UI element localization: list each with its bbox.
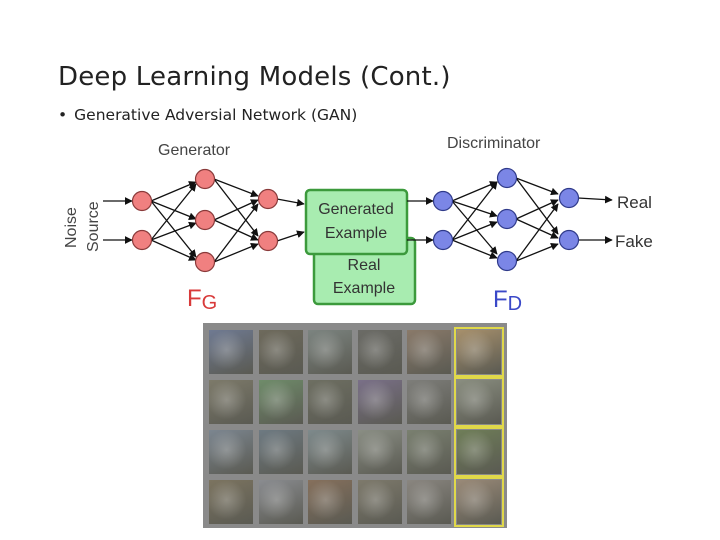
generated-sample-tile	[308, 330, 352, 374]
generated-sample-tile	[209, 380, 253, 424]
generated-example-line1: Generated	[318, 201, 394, 218]
real-sample-tile	[453, 477, 504, 527]
generated-sample-tile	[308, 430, 352, 474]
generated-samples-grid	[203, 323, 507, 528]
generator-nodes	[131, 168, 279, 273]
source-label: Source	[85, 201, 102, 252]
generated-example-line2: Example	[325, 225, 387, 242]
generated-sample-tile	[357, 480, 402, 524]
real-sample-tile	[453, 377, 504, 427]
real-example-line2: Example	[333, 280, 395, 297]
disc-output-node-2	[558, 229, 580, 251]
generated-sample-tile	[357, 380, 402, 424]
fd-label: FD	[493, 286, 522, 315]
generated-sample-tile	[407, 480, 451, 524]
generated-sample-tile	[357, 430, 402, 474]
gen-output-node-2	[257, 230, 279, 252]
generated-sample-tile	[209, 330, 253, 374]
generated-sample-tile	[209, 430, 253, 474]
fg-label: FG	[187, 285, 217, 314]
gen-hidden-node-2	[194, 209, 216, 231]
gen-output-node-1	[257, 188, 279, 210]
generated-sample-tile	[258, 380, 303, 424]
generated-example-box	[304, 188, 409, 256]
generator-label: Generator	[158, 142, 231, 159]
real-sample-tile	[453, 327, 504, 377]
noise-label: Noise	[63, 207, 80, 248]
generated-sample-tile	[209, 480, 253, 524]
generated-sample-tile	[407, 430, 451, 474]
gan-diagram: Generator Discriminator Noise Source	[63, 135, 653, 315]
output-real-label: Real	[617, 193, 652, 212]
generated-sample-tile	[407, 330, 451, 374]
gen-hidden-node-1	[194, 168, 216, 190]
discriminator-edges	[407, 177, 613, 262]
generated-sample-tile	[258, 430, 303, 474]
gen-input-node-1	[131, 190, 153, 212]
generated-sample-tile	[308, 480, 352, 524]
generator-edges	[103, 178, 305, 263]
real-sample-tile	[453, 427, 504, 477]
output-fake-label: Fake	[615, 232, 653, 251]
disc-output-node-1	[558, 187, 580, 209]
discriminator-label: Discriminator	[447, 135, 541, 152]
disc-input-node-1	[432, 190, 454, 212]
gen-hidden-node-3	[194, 251, 216, 273]
generated-sample-tile	[308, 380, 352, 424]
disc-input-node-2	[432, 229, 454, 251]
generated-sample-tile	[258, 330, 303, 374]
gen-input-node-2	[131, 229, 153, 251]
disc-hidden-node-2	[496, 208, 518, 230]
disc-hidden-node-1	[496, 167, 518, 189]
bullet-point: • Generative Adversial Network (GAN)	[58, 106, 357, 124]
generated-sample-tile	[258, 480, 303, 524]
discriminator-nodes	[432, 167, 580, 272]
generated-sample-tile	[357, 330, 402, 374]
real-example-line1: Real	[348, 257, 381, 274]
bullet-text: Generative Adversial Network (GAN)	[74, 106, 358, 124]
disc-hidden-node-3	[496, 250, 518, 272]
slide-title: Deep Learning Models (Cont.)	[58, 62, 451, 92]
generated-sample-tile	[407, 380, 451, 424]
bullet-dot: •	[58, 106, 68, 124]
